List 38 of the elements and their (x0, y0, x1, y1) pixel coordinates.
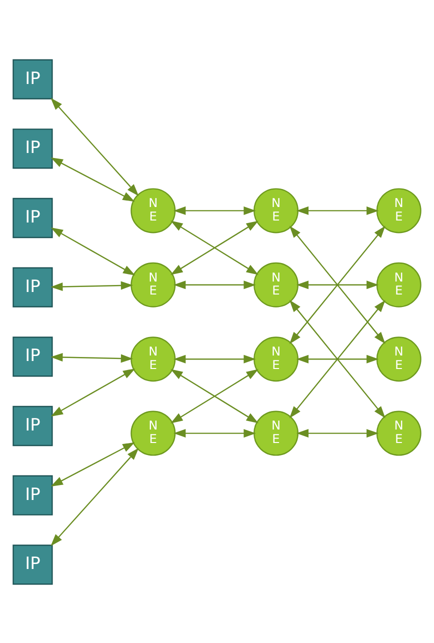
arrow (50, 280, 134, 290)
arrow (50, 227, 136, 275)
arrow (50, 447, 139, 546)
node-box: IP (12, 58, 53, 99)
node-circle: N E (254, 410, 298, 456)
node-box: IP (12, 405, 53, 446)
node-circle: N E (130, 336, 176, 382)
arrow (296, 428, 379, 438)
arrow (296, 354, 379, 363)
arrow (296, 206, 379, 214)
arrow (50, 157, 135, 202)
node-circle: N E (130, 262, 176, 307)
arrow (50, 442, 135, 486)
arrow (296, 280, 379, 289)
node-circle: N E (376, 336, 422, 382)
arrow (170, 368, 258, 423)
arrow (50, 368, 136, 416)
arrow (173, 428, 256, 438)
node-circle: N E (130, 188, 176, 233)
node-circle: N E (376, 410, 422, 456)
node-circle: N E (254, 262, 298, 307)
node-circle: N E (130, 410, 176, 456)
node-box: IP (12, 128, 53, 168)
node-circle: N E (254, 336, 298, 382)
node-circle: N E (254, 188, 298, 233)
arrow (50, 97, 139, 196)
node-box: IP (12, 197, 53, 238)
arrow (173, 206, 256, 214)
arrow (173, 354, 256, 363)
node-circle: N E (376, 188, 422, 233)
arrow (173, 280, 256, 289)
node-box: IP (12, 474, 53, 515)
node-box: IP (12, 544, 53, 584)
arrow (50, 352, 134, 362)
node-box: IP (12, 336, 53, 376)
arrow (170, 220, 258, 274)
node-box: IP (12, 266, 53, 307)
node-circle: N E (376, 262, 422, 307)
